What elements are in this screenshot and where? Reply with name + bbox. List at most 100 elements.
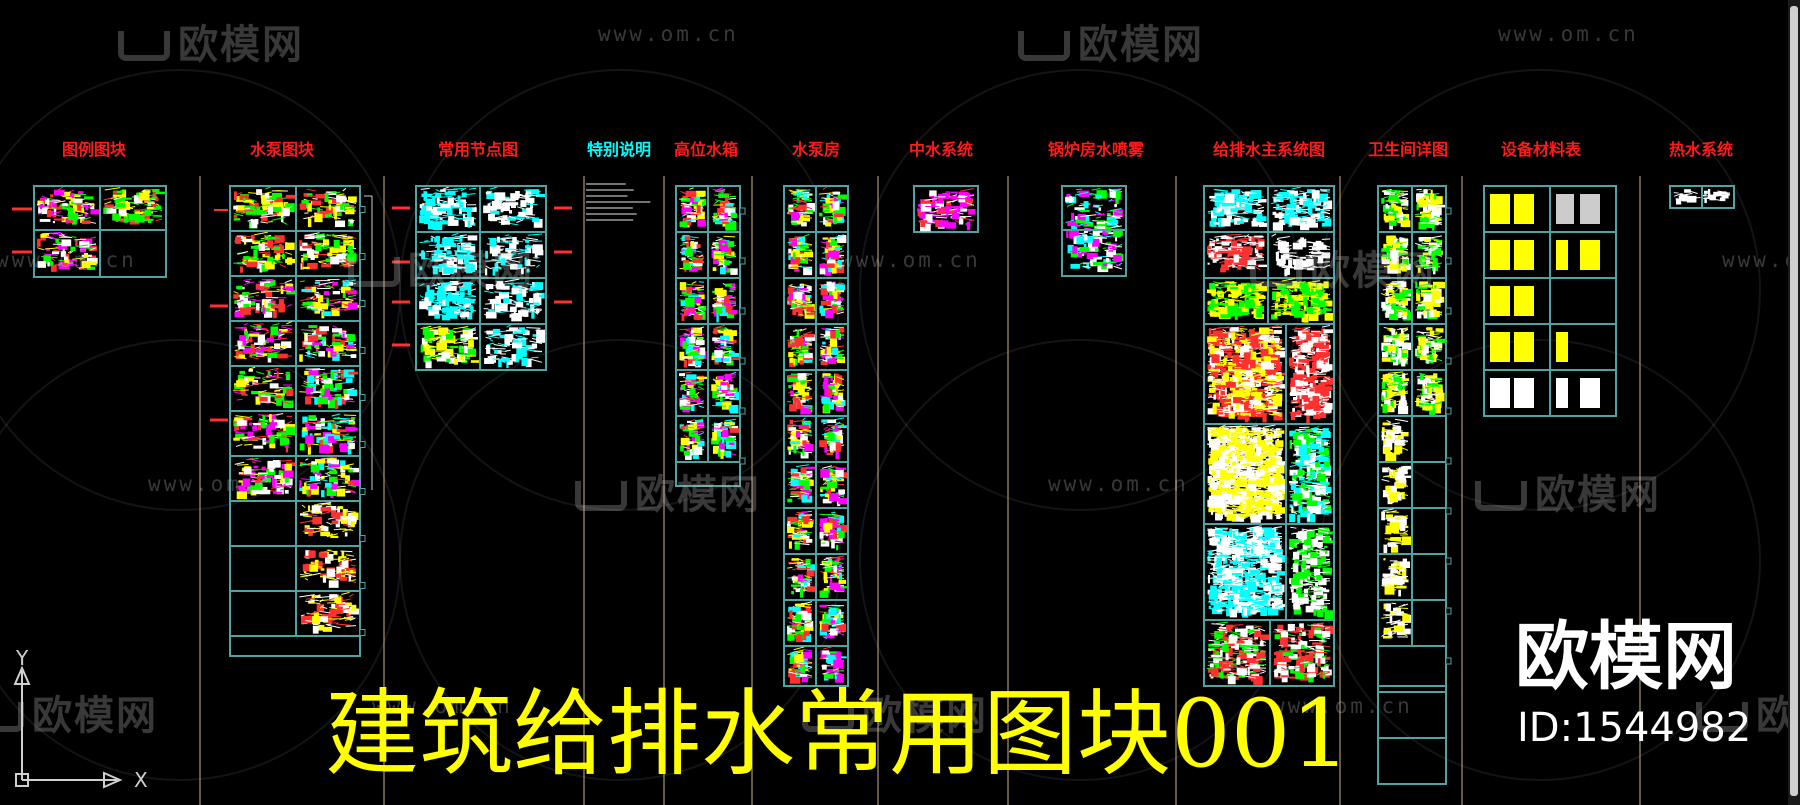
cad-entity — [245, 207, 251, 210]
cad-entity — [267, 346, 272, 353]
cad-entity — [492, 328, 501, 336]
drawing-sheet-frame — [229, 545, 297, 592]
cad-entity — [492, 358, 507, 362]
cad-entity — [448, 357, 455, 364]
cad-entity — [284, 444, 289, 448]
cad-entity — [349, 209, 357, 212]
cad-entity — [264, 192, 270, 199]
cad-entity — [823, 403, 830, 413]
cad-entity — [114, 197, 126, 203]
cad-entity — [452, 242, 456, 246]
cad-entity — [325, 347, 333, 352]
cad-entity — [300, 329, 313, 331]
cad-entity — [121, 205, 136, 210]
cad-entity — [237, 299, 241, 306]
cad-entity — [344, 532, 348, 537]
cad-entity — [455, 266, 468, 268]
cad-entity — [257, 334, 266, 343]
cad-entity — [347, 196, 357, 203]
cad-entity — [332, 281, 338, 286]
cad-entity — [838, 579, 847, 584]
cad-entity — [691, 328, 694, 337]
cad-entity — [329, 476, 338, 483]
cad-entity — [1097, 255, 1107, 258]
cad-entity — [55, 192, 64, 196]
cad-entity — [253, 231, 268, 236]
cad-entity — [692, 286, 705, 291]
cad-entity — [505, 248, 519, 251]
cad-entity — [535, 193, 546, 197]
cad-entity — [345, 378, 353, 383]
cad-entity — [112, 213, 122, 221]
cad-entity — [795, 430, 801, 438]
cad-entity — [457, 296, 464, 301]
cad-entity — [525, 194, 540, 197]
cad-entity — [253, 445, 264, 449]
cad-entity — [307, 445, 311, 455]
cad-entity — [446, 285, 457, 292]
cad-entity — [303, 555, 310, 558]
cad-entity — [449, 264, 454, 267]
cad-entity — [453, 352, 469, 356]
cad-entity — [686, 246, 692, 255]
drawing-sheet-frame — [229, 185, 361, 657]
cad-entity — [427, 216, 431, 225]
cad-entity — [327, 624, 341, 629]
cad-entity — [445, 244, 457, 248]
cad-entity — [820, 300, 831, 306]
cad-entity — [344, 602, 352, 607]
cad-entity — [238, 472, 243, 475]
cad-entity — [679, 293, 696, 297]
cad-entity — [323, 379, 333, 384]
cad-entity — [690, 241, 694, 247]
cad-entity — [307, 218, 312, 228]
cad-entity — [444, 256, 456, 260]
cad-entity — [315, 426, 329, 430]
cad-entity — [523, 299, 540, 303]
cad-entity — [722, 207, 732, 217]
cad-entity — [253, 249, 258, 258]
cad-entity — [307, 514, 313, 517]
cad-entity — [84, 212, 88, 217]
cad-entity — [929, 190, 937, 196]
cad-entity — [1095, 216, 1101, 219]
cad-entity — [312, 342, 322, 345]
cad-entity — [518, 248, 530, 252]
cad-entity — [307, 505, 311, 511]
cad-entity — [336, 245, 347, 253]
cad-entity — [73, 198, 83, 203]
cad-entity — [441, 221, 449, 225]
cad-entity — [332, 207, 338, 214]
cad-entity — [454, 303, 464, 307]
cad-entity — [62, 248, 65, 253]
cad-entity — [688, 357, 693, 364]
cad-entity — [238, 303, 250, 310]
cad-entity — [312, 235, 326, 239]
cad-entity — [436, 298, 443, 302]
title-block-tab — [359, 347, 366, 354]
cad-entity — [469, 187, 477, 190]
cad-entity — [322, 373, 328, 381]
cad-entity — [1092, 261, 1102, 266]
cad-entity — [470, 360, 479, 363]
cad-entity — [527, 233, 543, 236]
cad-entity — [242, 238, 245, 241]
cad-entity — [795, 635, 803, 643]
cad-entity — [806, 570, 815, 577]
cad-entity — [819, 531, 824, 539]
title-block-tab — [359, 488, 366, 495]
cad-entity — [712, 431, 718, 441]
cad-entity — [719, 307, 728, 317]
cad-entity — [496, 260, 502, 263]
cad-entity — [489, 354, 498, 357]
cad-entity — [437, 208, 442, 212]
cad-entity — [1114, 230, 1121, 238]
cad-entity — [155, 218, 163, 221]
cad-entity — [346, 611, 351, 617]
cad-entity — [819, 347, 826, 351]
cad-entity — [316, 472, 322, 476]
cad-entity — [440, 189, 446, 192]
cad-entity — [310, 511, 321, 514]
cad-entity — [320, 568, 325, 571]
